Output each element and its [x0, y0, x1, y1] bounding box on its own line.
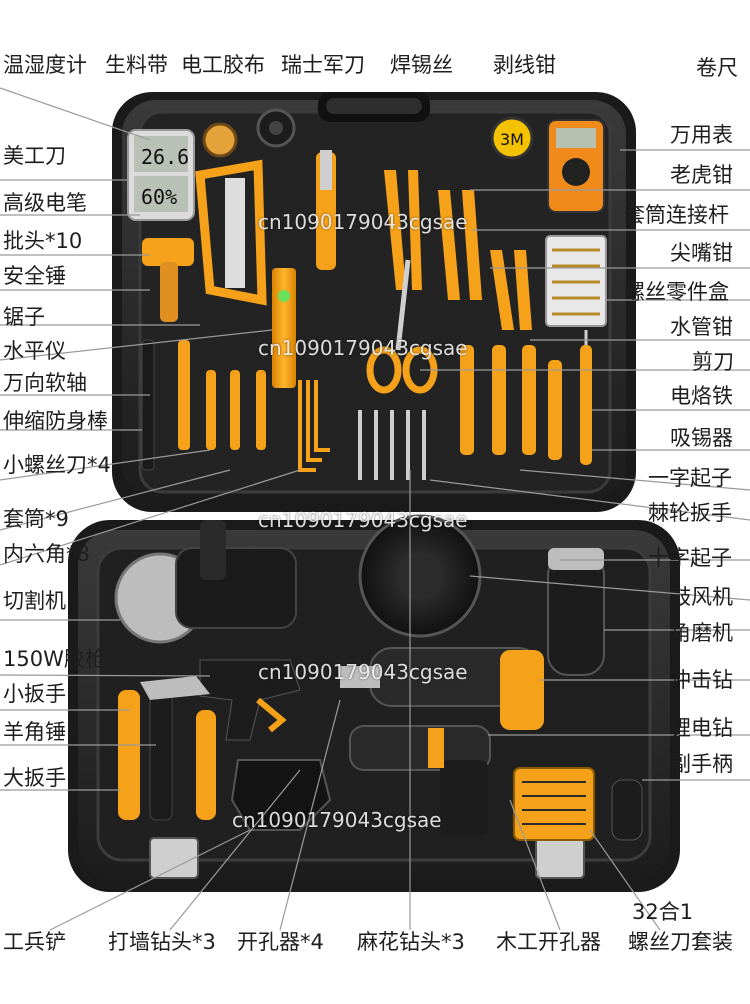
- pliers-group: [384, 170, 532, 330]
- saw-blade: [225, 178, 245, 288]
- hygrometer: [127, 129, 195, 221]
- cordless-drill: [349, 725, 491, 836]
- latch-left: [149, 837, 199, 879]
- auxiliary-handle: [611, 779, 643, 841]
- label-claw-hammer: 羊角锤: [3, 720, 66, 744]
- label-test-pen: 高级电笔: [3, 191, 87, 215]
- label-wood-hole-saw: 木工开孔器: [496, 930, 601, 954]
- label-32in1-line1: 32合1: [632, 900, 694, 924]
- multimeter-screen: [556, 128, 596, 148]
- label-ratchet-wrench: 棘轮扳手: [648, 501, 732, 525]
- label-32in1-line2: 螺丝刀套装: [628, 930, 733, 954]
- label-angle-grinder: 角磨机: [670, 621, 733, 645]
- ptfe-tape: [202, 122, 238, 158]
- label-pipe-wrench: 水管钳: [670, 315, 733, 339]
- small-screwdrivers: [178, 340, 266, 450]
- screwdrivers: [460, 345, 562, 460]
- label-swiss-army-knife: 瑞士军刀: [281, 53, 365, 77]
- label-screw-box: 螺丝零件盒: [624, 280, 729, 304]
- label-large-wrench: 大扳手: [3, 766, 66, 790]
- electrical-tape-core: [269, 121, 283, 135]
- label-wire-stripper: 剥线钳: [493, 53, 556, 77]
- label-scissors: 剪刀: [692, 350, 734, 374]
- adjustable-wrenches: [118, 690, 216, 820]
- label-saw: 锯子: [3, 305, 45, 329]
- label-auxiliary-handle: 副手柄: [670, 752, 733, 776]
- label-small-screwdrivers: 小螺丝刀*4: [3, 453, 111, 477]
- utility-knife-blade: [320, 150, 332, 190]
- label-thermo-hygrometer: 温湿度计: [3, 53, 87, 77]
- watermark: cn1090179043cgsae: [258, 508, 468, 532]
- claw-hammer: [140, 676, 210, 821]
- level-vial: [278, 290, 290, 302]
- label-combination-pliers: 老虎钳: [670, 163, 733, 187]
- screwdriver-set-32in1: [513, 767, 595, 841]
- label-twist-drill-bits: 麻花钻头*3: [357, 930, 465, 954]
- label-flexible-shaft: 万向软轴: [3, 371, 87, 395]
- watermark: cn1090179043cgsae: [258, 210, 468, 234]
- label-desoldering-pump: 吸锡器: [670, 426, 733, 450]
- label-small-wrench: 小扳手: [3, 682, 66, 706]
- label-hex-keys: 内六角*8: [3, 542, 90, 566]
- multimeter-dial: [562, 158, 590, 186]
- label-electrical-tape: 电工胶布: [181, 53, 265, 77]
- label-glue-gun: 150W胶枪: [3, 647, 106, 671]
- tape-measure: [490, 116, 534, 160]
- hacksaw: [195, 159, 267, 306]
- impact-drill: [340, 647, 544, 730]
- label-sockets: 套筒*9: [3, 507, 69, 531]
- watermark: cn1090179043cgsae: [232, 808, 442, 832]
- label-flat-screwdriver: 一字起子: [648, 466, 732, 490]
- label-cutting-machine: 切割机: [3, 589, 66, 613]
- watermark: cn1090179043cgsae: [258, 660, 468, 684]
- label-ptfe-tape: 生料带: [105, 53, 168, 77]
- label-hole-saws: 开孔器*4: [237, 930, 324, 954]
- label-phillips-screwdriver: 十字起子: [648, 546, 732, 570]
- label-tape-measure: 卷尺: [696, 56, 738, 80]
- folding-shovel: [230, 759, 332, 831]
- label-spirit-level: 水平仪: [3, 339, 66, 363]
- label-multimeter: 万用表: [670, 123, 733, 147]
- label-folding-shovel: 工兵铲: [3, 930, 66, 954]
- screws: [552, 248, 600, 316]
- label-utility-knife: 美工刀: [3, 144, 66, 168]
- hygrometer-humidity: 60%: [141, 185, 177, 209]
- watermark: cn1090179043cgsae: [258, 336, 468, 360]
- cutting-machine: [114, 520, 297, 644]
- label-soldering-iron: 电烙铁: [670, 384, 733, 408]
- label-masonry-bits: 打墙钻头*3: [108, 930, 216, 954]
- label-telescopic-baton: 伸缩防身棒: [3, 409, 108, 433]
- label-socket-extension: 套筒连接杆: [624, 203, 729, 227]
- telescopic-baton: [141, 339, 155, 471]
- label-solder-wire: 焊锡丝: [390, 53, 453, 77]
- drill-bits: [358, 410, 426, 480]
- safety-hammer: [142, 238, 194, 266]
- glue-gun: [199, 659, 301, 741]
- tape-measure-label: 3M: [500, 130, 524, 149]
- bit-slots: [522, 781, 586, 825]
- label-safety-hammer: 安全锤: [3, 264, 66, 288]
- hygrometer-temp: 26.6: [141, 145, 189, 169]
- label-impact-drill: 冲击钻: [670, 668, 733, 692]
- angle-grinder: [547, 548, 605, 676]
- leader-lines: [0, 87, 750, 931]
- label-cordless-drill: 锂电钻: [670, 716, 733, 740]
- label-needle-nose-pliers: 尖嘴钳: [670, 241, 733, 265]
- soldering-iron: [580, 345, 592, 465]
- blower: [358, 514, 482, 638]
- latch-right: [535, 837, 585, 879]
- spirit-level: [272, 268, 296, 388]
- label-blower: 鼓风机: [670, 585, 733, 609]
- label-bits: 批头*10: [3, 229, 83, 253]
